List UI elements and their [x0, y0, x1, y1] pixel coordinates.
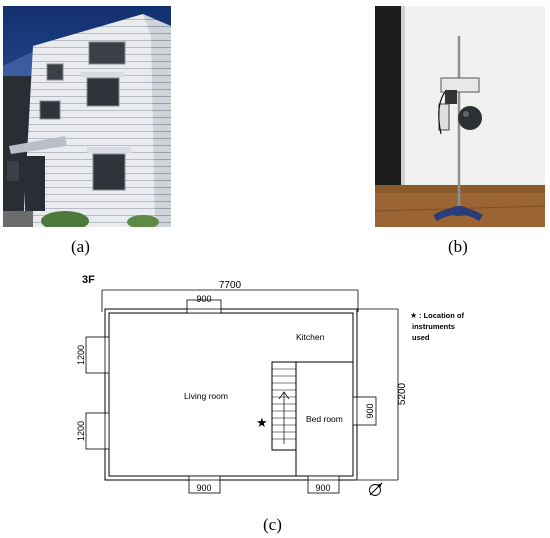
caption-c: (c): [263, 515, 282, 534]
overall-width-label: 7700: [219, 280, 242, 291]
legend-star-icon: ★: [410, 311, 417, 320]
overall-depth-dimension: 5200: [358, 308, 408, 481]
window-bottom-left-label: 900: [196, 483, 211, 493]
instrument-photo: [375, 6, 545, 227]
window-left-lower: 1200: [76, 412, 110, 450]
exterior-walls: [104, 308, 358, 481]
legend: ★ : Location of instruments used: [410, 311, 464, 342]
instrument-location-marker: ★: [256, 416, 268, 431]
window-bottom-right-label: 900: [315, 483, 330, 493]
window-right: 900: [352, 396, 377, 426]
caption-a: (a): [71, 237, 90, 256]
room-label-kitchen: Kitchen: [296, 332, 325, 342]
window-bottom-right: 900: [307, 475, 340, 494]
overall-depth-label: 5200: [397, 382, 408, 405]
room-label-bed: Bed room: [306, 414, 343, 424]
window-bottom-left: 900: [188, 475, 221, 494]
caption-b: (b): [448, 237, 468, 256]
window-left-lower-label: 1200: [76, 421, 86, 441]
overall-width-dimension: 7700: [101, 280, 359, 312]
staircase: [271, 361, 297, 451]
floor-label: 3F: [82, 274, 95, 286]
window-left-upper: 1200: [76, 336, 110, 374]
room-label-living: Living room: [184, 391, 228, 401]
legend-line-2: instruments: [412, 322, 455, 331]
floor-plan: 3F 7700 5200 900 1200 1200 900: [76, 274, 464, 534]
house-photo: [3, 6, 171, 227]
compass-north-icon: [369, 482, 383, 496]
legend-line-1: : Location of: [419, 311, 464, 320]
window-right-label: 900: [365, 403, 375, 418]
window-top: 900: [186, 294, 222, 314]
window-top-label: 900: [196, 294, 211, 304]
legend-line-3: used: [412, 333, 430, 342]
window-left-upper-label: 1200: [76, 345, 86, 365]
